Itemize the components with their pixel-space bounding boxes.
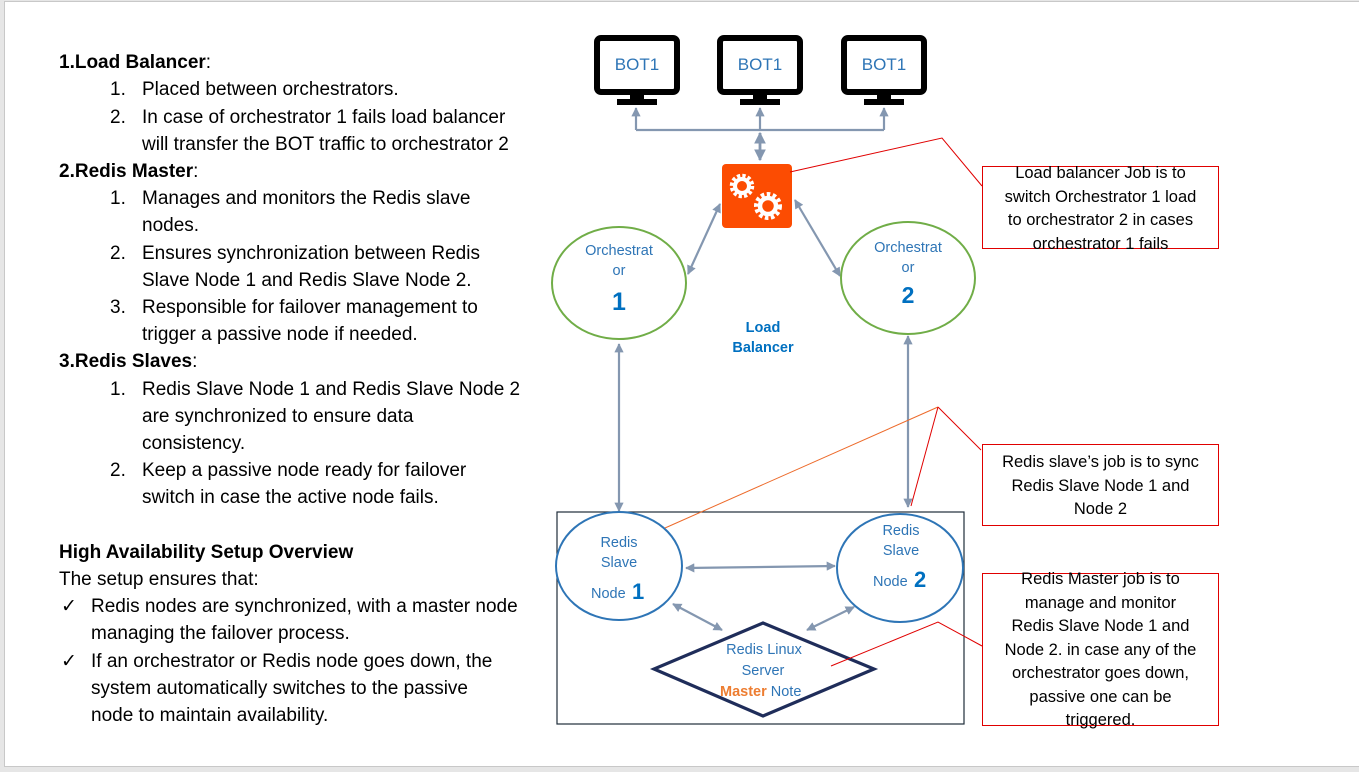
list-item: Responsible for failover management to (142, 297, 478, 318)
monitor-icon (717, 35, 803, 105)
overview-bullet-cont: system automatically switches to the pas… (91, 678, 468, 699)
node-number: 1 (632, 579, 644, 604)
overview-intro: The setup ensures that: (59, 569, 259, 590)
redis-master-label: Server (742, 663, 785, 679)
orchestrator-label: or (613, 263, 626, 279)
redis-connectors (672, 561, 855, 631)
monitor-icon (594, 35, 680, 105)
bot-label: BOT1 (862, 55, 906, 74)
note-word: Note (771, 684, 802, 700)
load-balancer-label: Balancer (732, 340, 794, 356)
orchestrator-label: or (902, 260, 915, 276)
orchestrator-2: Orchestrat or 2 (840, 221, 976, 335)
list-item-cont: consistency. (142, 433, 246, 454)
list-item: In case of orchestrator 1 fails load bal… (142, 107, 506, 128)
callout-line: orchestrator 1 fails (1032, 234, 1169, 253)
overview-bullet: If an orchestrator or Redis node goes do… (91, 651, 493, 672)
check-icon: ✓ (61, 596, 77, 617)
list-item-cont: nodes. (142, 215, 200, 236)
bot-label: BOT1 (615, 55, 659, 74)
callout-line: Node 2 (1073, 500, 1128, 518)
load-balancer-label: Load (746, 320, 781, 336)
orchestrator-1: Orchestrat or 1 (551, 226, 687, 340)
redis-slave-node-2: Redis Slave Node 2 (836, 513, 964, 623)
list-number: 1. (110, 79, 126, 100)
callout-line: orchestrator goes down, (1011, 664, 1189, 682)
list-number: 1. (110, 188, 126, 209)
list-item: Placed between orchestrators. (142, 79, 399, 100)
redis-cluster-box (556, 511, 965, 725)
orchestrator-connectors (614, 199, 913, 512)
gears-icon (729, 173, 782, 220)
list-item: Manages and monitors the Redis slave (142, 188, 471, 209)
node-label: Node (591, 586, 626, 602)
list-item-cont: switch in case the active node fails. (142, 487, 439, 508)
callout-line: to orchestrator 2 in cases (1007, 211, 1194, 229)
redis-slave-node-1: Redis Slave Node 1 (555, 511, 683, 621)
list-number: 2. (110, 107, 126, 128)
redis-slave-label: Redis (600, 535, 637, 551)
callout-line: Redis slave’s job is to sync (1002, 453, 1199, 471)
bot-monitor-2: BOT1 (717, 35, 803, 105)
list-number: 3. (110, 297, 126, 318)
list-item: Ensures synchronization between Redis (142, 243, 480, 264)
callout-redis-slave: Redis slave’s job is to sync Redis Slave… (982, 444, 1219, 526)
slide (4, 1, 1359, 767)
redis-master-label: Redis Linux (726, 642, 803, 658)
bot-connectors (631, 107, 889, 162)
redis-slave-label: Slave (883, 543, 919, 559)
list-item: Redis Slave Node 1 and Redis Slave Node … (142, 379, 521, 400)
list-item-cont: Slave Node 1 and Redis Slave Node 2. (142, 270, 472, 291)
bot-monitor-3: BOT1 (841, 35, 927, 105)
list-item: Keep a passive node ready for failover (142, 460, 467, 481)
bot-monitor-1: BOT1 (594, 35, 680, 105)
callout-line: manage and monitor (1024, 593, 1177, 612)
callout-line: Load balancer Job is to (1015, 164, 1186, 182)
overview-title: High Availability Setup Overview (59, 542, 354, 563)
load-balancer-block (722, 164, 792, 228)
section-heading-load-balancer: 1.Load Balancer: (59, 52, 212, 73)
monitor-icon (841, 35, 927, 105)
list-number: 2. (110, 460, 126, 481)
section-heading-redis-master: 2.Redis Master: (59, 161, 199, 182)
check-icon: ✓ (61, 651, 77, 672)
list-number: 1. (110, 379, 126, 400)
redis-slave-label: Redis (882, 523, 919, 539)
node-label: Node (873, 574, 908, 590)
node-number: 2 (914, 567, 926, 592)
callout-line: passive one can be (1029, 687, 1172, 706)
overview-bullet-cont: managing the failover process. (91, 623, 350, 644)
redis-slave-label: Slave (601, 555, 637, 571)
callout-load-balancer: Load balancer Job is to switch Orchestra… (982, 164, 1219, 253)
orchestrator-number: 1 (612, 288, 626, 316)
list-item-cont: are synchronized to ensure data (142, 406, 414, 427)
section-heading-redis-slaves: 3.Redis Slaves: (59, 351, 198, 372)
callout-line: triggered. (1065, 711, 1136, 729)
callout-line: Redis Slave Node 1 and (1011, 476, 1190, 495)
orchestrator-number: 2 (902, 282, 915, 308)
list-item-cont: trigger a passive node if needed. (142, 324, 418, 345)
orchestrator-label: Orchestrat (874, 240, 942, 256)
callout-leaders (664, 137, 983, 667)
callout-line: Node 2. in case any of the (1004, 640, 1197, 659)
callout-line: Redis Slave Node 1 and (1011, 617, 1190, 635)
list-item-cont: will transfer the BOT traffic to orchest… (142, 134, 509, 155)
overview-bullet: Redis nodes are synchronized, with a mas… (91, 596, 518, 617)
orchestrator-label: Orchestrat (585, 243, 653, 259)
callout-line: Redis Master job is to (1021, 570, 1180, 588)
bot-label: BOT1 (738, 55, 782, 74)
overview-bullet-cont: node to maintain availability. (91, 705, 329, 726)
master-word: Master (720, 684, 767, 700)
callout-line: switch Orchestrator 1 load (1004, 187, 1197, 206)
list-number: 2. (110, 243, 126, 264)
callout-redis-master: Redis Master job is to manage and monito… (982, 570, 1219, 729)
